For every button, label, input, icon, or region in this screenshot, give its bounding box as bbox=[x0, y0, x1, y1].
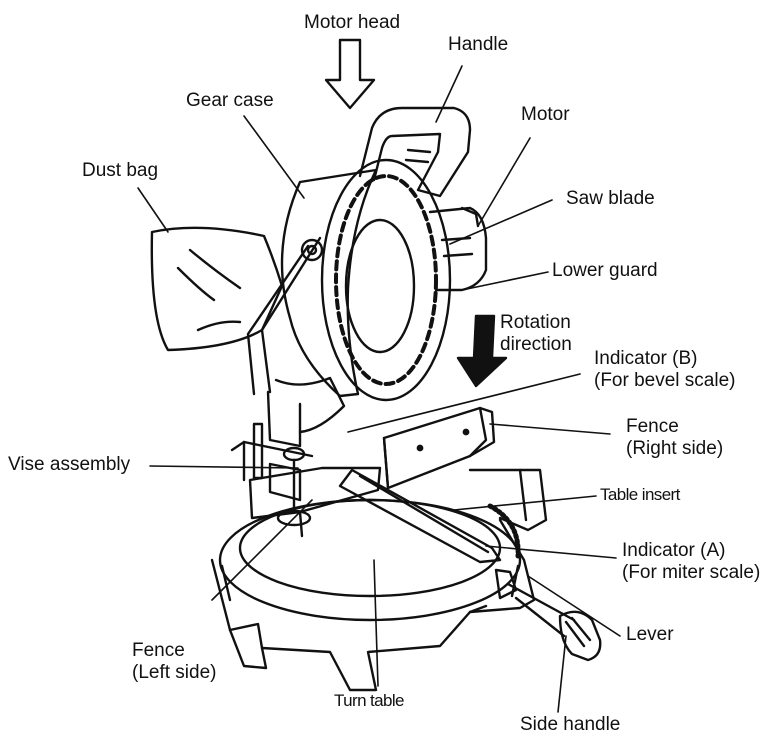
label-indicator-b: Indicator (B) (For bevel scale) bbox=[594, 348, 736, 392]
label-fence-left-line1: Fence bbox=[132, 640, 185, 661]
label-dust-bag: Dust bag bbox=[82, 160, 159, 181]
label-turn-table: Turn table bbox=[334, 691, 405, 710]
label-fence-left: Fence (Left side) bbox=[132, 640, 216, 684]
label-motor: Motor bbox=[521, 104, 570, 125]
motor-housing bbox=[428, 206, 488, 292]
rotation-arrow bbox=[456, 314, 508, 388]
saw-blade bbox=[300, 158, 452, 402]
label-fence-right-line2: (Right side) bbox=[626, 438, 724, 459]
motor-head-arrow bbox=[324, 38, 376, 110]
label-table-insert: Table insert bbox=[600, 485, 680, 504]
label-handle: Handle bbox=[448, 34, 509, 55]
lower-guard-link bbox=[246, 236, 322, 396]
label-indicator-a-line2: (For miter scale) bbox=[622, 562, 761, 583]
label-rotation-line1: Rotation bbox=[500, 312, 571, 333]
label-rotation-direction: Rotation direction bbox=[500, 312, 572, 356]
label-indicator-a: Indicator (A) (For miter scale) bbox=[622, 540, 760, 584]
arm bbox=[266, 390, 302, 448]
handle bbox=[358, 106, 472, 198]
fence-right bbox=[382, 406, 496, 490]
label-rotation-line2: direction bbox=[500, 334, 572, 355]
miter-scale bbox=[487, 503, 521, 559]
label-gear-case: Gear case bbox=[186, 90, 274, 111]
side-handle bbox=[494, 568, 602, 662]
label-indicator-a-line1: Indicator (A) bbox=[622, 540, 726, 561]
label-fence-right-line1: Fence bbox=[626, 416, 679, 437]
leader-lines bbox=[137, 65, 621, 713]
label-fence-right: Fence (Right side) bbox=[626, 416, 723, 460]
label-lower-guard: Lower guard bbox=[552, 260, 658, 281]
label-vise-assembly: Vise assembly bbox=[8, 454, 131, 475]
label-indicator-b-line2: (For bevel scale) bbox=[594, 370, 736, 391]
label-lever: Lever bbox=[626, 624, 674, 645]
table-insert bbox=[338, 468, 502, 564]
saw-base bbox=[210, 518, 536, 692]
label-side-handle: Side handle bbox=[520, 714, 621, 735]
label-fence-left-line2: (Left side) bbox=[132, 662, 217, 683]
dust-bag bbox=[150, 226, 284, 352]
label-motor-head: Motor head bbox=[304, 12, 401, 33]
gear-case bbox=[280, 168, 378, 398]
label-indicator-b-line1: Indicator (B) bbox=[594, 348, 698, 369]
label-saw-blade: Saw blade bbox=[566, 188, 655, 209]
